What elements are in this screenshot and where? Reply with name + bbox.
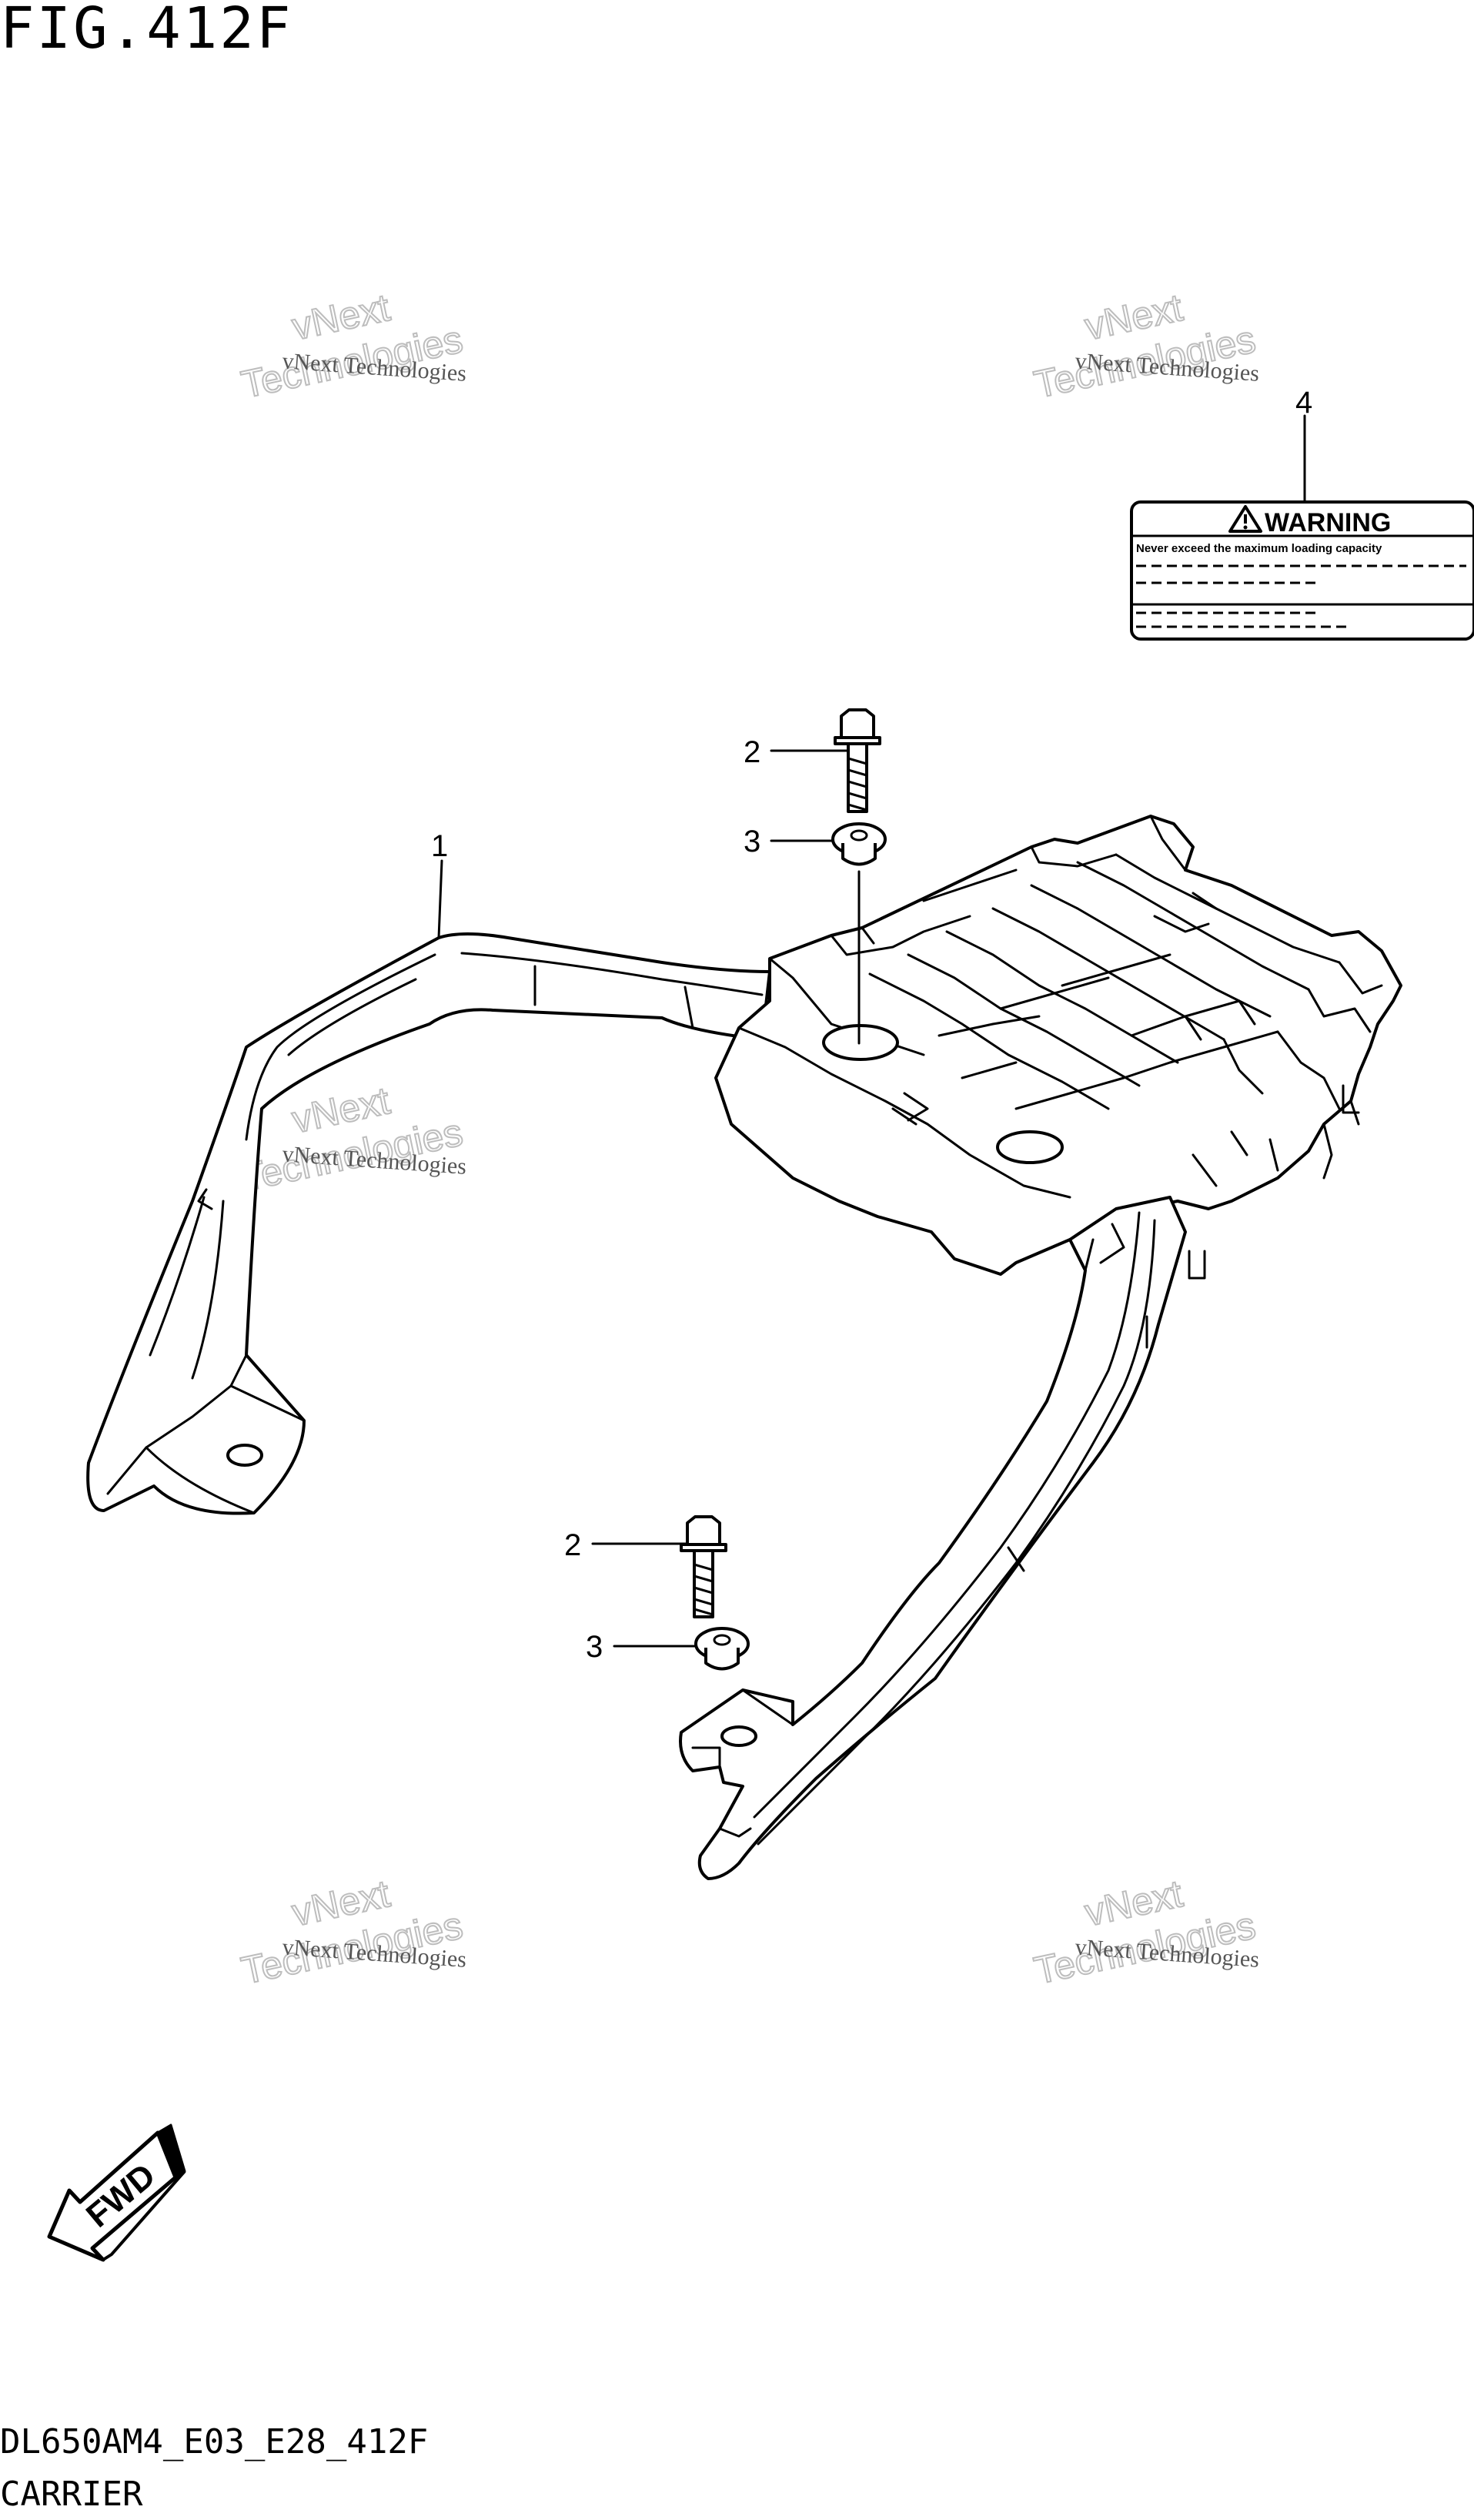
left-mount-hole — [226, 1444, 263, 1467]
warning-label: WARNING Never exceed the maximum loading… — [1130, 414, 1474, 641]
callout-3-top: 3 — [744, 825, 760, 858]
warning-text: Never exceed the maximum loading capacit… — [1136, 542, 1382, 555]
rack-plate — [714, 815, 1402, 1280]
bottom-washer — [694, 1627, 750, 1671]
fwd-arrow-icon: FWD — [47, 2123, 186, 2262]
watermark-top-left: vNext Technologies vNext Technologies — [237, 285, 467, 407]
figure-title: FIG.412F — [0, 0, 293, 62]
callout-4: 4 — [1295, 386, 1312, 420]
callout-1-leader — [437, 859, 443, 939]
callout-1: 1 — [431, 829, 448, 863]
right-mount-hole — [720, 1725, 757, 1747]
warning-heading: WARNING — [1265, 508, 1391, 537]
top-washer — [831, 822, 887, 866]
callout-3-bottom: 3 — [586, 1630, 603, 1664]
warning-triangle-icon — [1228, 505, 1262, 533]
watermark-bottom-right: vNext Technologies vNext Technologies — [1030, 1871, 1260, 1993]
callout-2-bottom: 2 — [564, 1528, 581, 1562]
watermark-top-right: vNext Technologies vNext Technologies — [1030, 285, 1260, 407]
rack-bolt-hole-1 — [822, 1024, 899, 1061]
bottom-bolt — [680, 1515, 727, 1618]
watermark-bottom-left: vNext Technologies vNext Technologies — [237, 1871, 467, 1993]
figure-name: CARRIER — [0, 2475, 143, 2514]
right-grab-rail — [679, 1196, 1187, 1880]
rack-bolt-hole-2 — [996, 1130, 1064, 1164]
top-bolt — [834, 708, 881, 813]
callout-2-top: 2 — [744, 735, 760, 769]
figure-code: DL650AM4_E03_E28_412F — [0, 2422, 429, 2461]
left-grab-rail — [86, 932, 771, 1515]
carrier-assembly — [86, 815, 1402, 1880]
